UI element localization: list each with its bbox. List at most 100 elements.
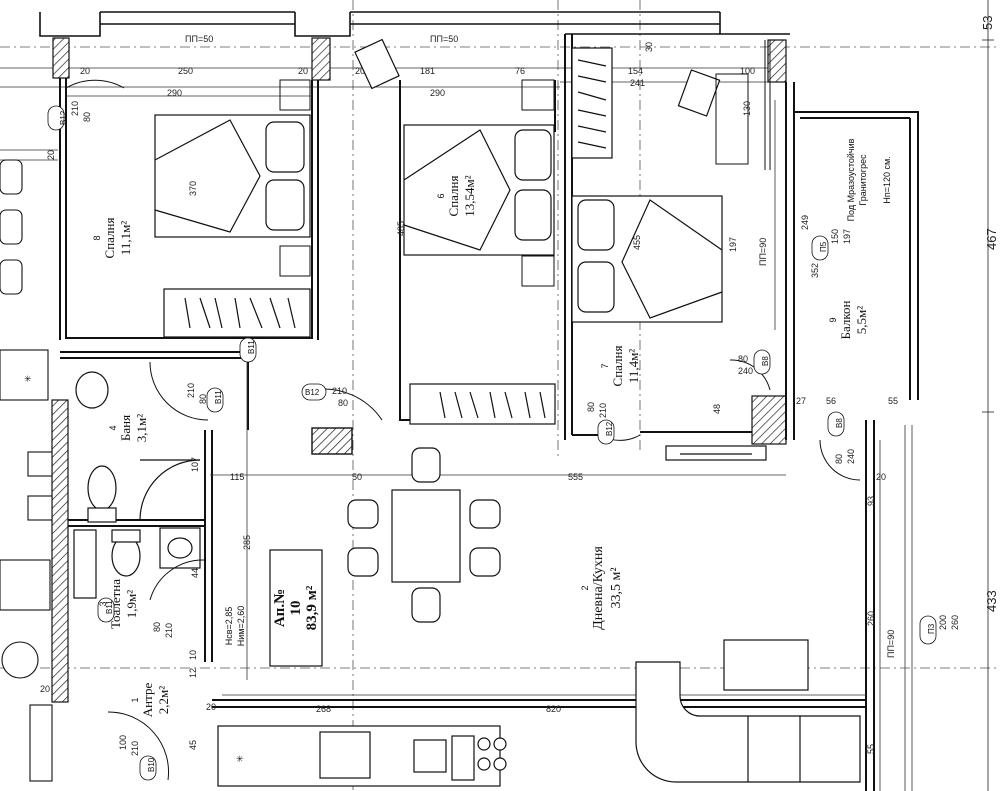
dim-20h-c: 20 (206, 702, 216, 712)
dim-53: 53 (980, 16, 995, 30)
tag-b12-b: B12 (305, 388, 320, 397)
door-dim-200: 200 (938, 615, 948, 630)
north-facade-wall (39, 11, 790, 37)
dim-top-290b: 290 (430, 88, 445, 98)
neighbour-furniture (0, 159, 53, 782)
coffee-table (723, 639, 809, 691)
door-dim-80f: 80 (738, 354, 748, 364)
balcony-note-line1: Под Мразоустойчив (846, 138, 856, 221)
room-label-bedroom7: 7 Спалня 11,4м² (600, 346, 641, 387)
balcony-note-line2: Гранитогрес (858, 154, 868, 206)
dim-pp90a: ПП=90 (758, 238, 768, 266)
room-area-hall1: 2,2м² (156, 686, 171, 714)
door-dim-210e: 210 (164, 623, 174, 638)
bedroom6-nightstand-top (521, 79, 555, 111)
dim-115: 115 (230, 472, 244, 482)
room-num-balcony9: 9 (828, 317, 838, 322)
height-note-2: Ним=2,60 (236, 606, 246, 647)
dim-45: 45 (188, 740, 198, 750)
door-dim-80e: 80 (152, 622, 162, 632)
dim-pp90b: ПП=90 (886, 630, 896, 658)
room-area-bedroom6: 13,54м² (462, 175, 477, 216)
height-note-1: Нсв=2,85 (224, 607, 234, 646)
dim-55h: 55 (888, 396, 898, 406)
room-name-hall1: Антре (140, 683, 155, 718)
dim-pp50b: ПП=50 (430, 34, 458, 44)
dim-20h: 20 (876, 472, 886, 482)
dim-455: 455 (632, 235, 642, 250)
dim-20h-b: 20 (40, 684, 50, 694)
neighbour-vent-icon: ✳ (24, 374, 32, 384)
dim-top-76: 76 (515, 66, 525, 76)
room-num-hall1: 1 (130, 697, 140, 702)
tag-b8-a: B8 (761, 356, 770, 366)
dim-top-154: 154 (628, 66, 643, 76)
room-label-wc3: 3 Тоалетна 1,9м² (98, 579, 139, 629)
window-marks (764, 40, 771, 170)
apartment-label: Ап.№ (272, 589, 288, 627)
door-dim-240b: 240 (846, 449, 856, 464)
column-balcony (751, 395, 787, 445)
room-num-bedroom7: 7 (600, 363, 610, 368)
dim-pp50a: ПП=50 (185, 34, 213, 44)
tag-b11-a: B11 (247, 340, 256, 354)
bedroom8-nightstand-top (279, 79, 311, 111)
dim-27: 27 (796, 396, 806, 406)
dim-top-181: 181 (420, 66, 435, 76)
door-dim-240a: 240 (738, 366, 753, 376)
bedroom7-wardrobe-hangers (577, 59, 607, 149)
tag-b12-a: B12 (59, 110, 68, 125)
bedroom6-chair (354, 38, 400, 90)
interior-walls (59, 34, 919, 791)
door-swings (65, 79, 861, 781)
wall-west-bath (51, 399, 69, 703)
dim-20v: 20 (46, 150, 56, 160)
dim-top-100: 100 (740, 66, 755, 76)
room-name-bedroom8: Спалня (102, 218, 117, 259)
bedroom6-bed (403, 124, 555, 256)
door-dim-210a: 210 (70, 101, 80, 116)
column-nw (52, 37, 70, 79)
door-dim-210c: 210 (332, 386, 347, 396)
bedroom7-wardrobe (571, 47, 613, 159)
dim-285: 285 (242, 535, 252, 550)
dim-260: 260 (866, 611, 876, 626)
room-name-bedroom6: Спалня (446, 176, 461, 217)
bedroom6-wardrobe (409, 383, 556, 425)
door-dim-80b: 80 (198, 394, 208, 404)
door-dim-80a: 80 (82, 112, 92, 122)
door-dim-100: 100 (118, 735, 128, 750)
bedroom8-wardrobe-hangers (184, 297, 296, 329)
dim-370: 370 (188, 181, 198, 196)
room-label-living2: 2 Дневна/Кухня 33,5 м² (580, 546, 624, 630)
door-dim-210f: 210 (130, 741, 140, 756)
vent-shaft (311, 427, 353, 455)
room-num-wc3: 3 (98, 601, 108, 606)
door-dim-210d: 210 (598, 403, 608, 418)
tag-p3: П3 (927, 623, 936, 634)
door-dim-80g: 80 (834, 454, 844, 464)
kitchen-counter (217, 725, 507, 787)
dim-top-241: 241 (630, 78, 645, 88)
door-dim-210b: 210 (186, 383, 196, 398)
dim-top-250: 250 (178, 66, 193, 76)
room-num-bath4: 4 (108, 425, 118, 430)
height-notes: Нсв=2,85 Ним=2,60 (224, 606, 246, 647)
room-num-bedroom6: 6 (436, 193, 446, 198)
dim-352: 352 (810, 263, 820, 278)
room-name-living2: Дневна/Кухня (591, 546, 606, 630)
dim-50: 50 (352, 472, 362, 482)
apartment-number: 10 (288, 601, 304, 616)
dim-top-20a: 20 (80, 66, 90, 76)
corner-sofa (635, 661, 861, 783)
room-name-balcony9: Балкон (838, 300, 853, 339)
dim-467: 467 (984, 228, 999, 250)
bedroom6-nightstand-bottom (521, 255, 555, 287)
dim-268: 268 (316, 704, 331, 714)
dim-10: 10 (188, 650, 198, 660)
dim-433: 433 (984, 590, 999, 612)
dim-485: 485 (396, 221, 406, 236)
dim-820: 820 (546, 704, 561, 714)
apartment-area: 83,9 м² (304, 585, 320, 630)
